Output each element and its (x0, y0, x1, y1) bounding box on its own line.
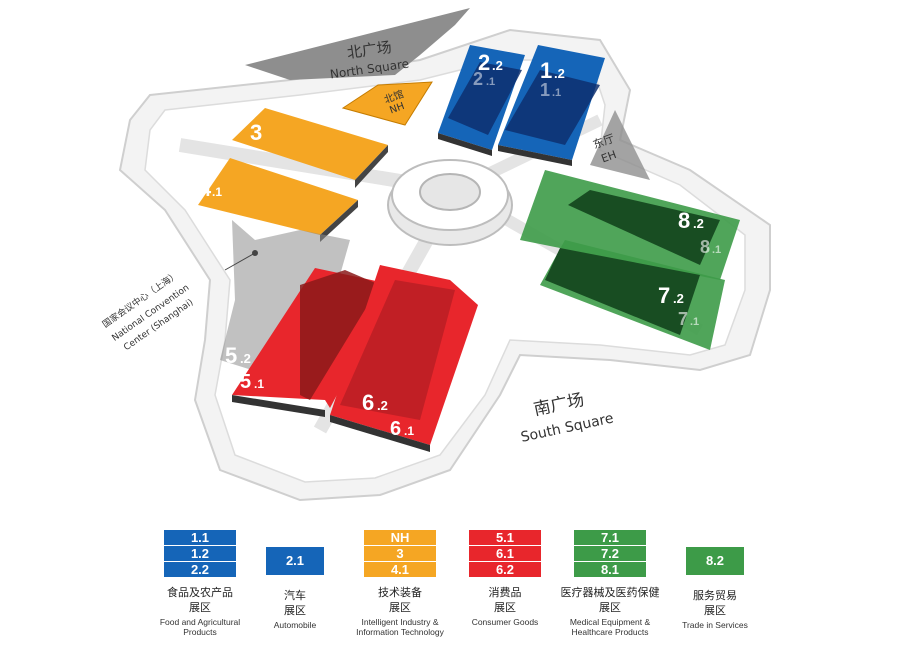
north-hall-en: NH (388, 101, 406, 116)
venue-map: 北广场 North Square 南广场 South Square 北馆 NH … (100, 8, 771, 502)
hall-2[interactable]: 2 .2 2 .1 (438, 45, 525, 156)
hall-8[interactable]: 8 .2 8 .1 (520, 170, 740, 280)
hall-5-1-number: 5 (240, 371, 251, 393)
legend-zh2: 展区 (284, 604, 306, 617)
legend-auto-codes: 2.1 (266, 547, 324, 576)
hall-1-1-number: 1 (540, 80, 550, 100)
legend-zh2: 展区 (494, 601, 516, 614)
legend-medical-codes: 7.1 7.2 8.1 (574, 530, 646, 578)
legend-code: 1.2 (164, 546, 236, 561)
legend-code: 8.1 (574, 562, 646, 577)
legend-zh: 汽车 (284, 589, 306, 602)
legend-en2: Healthcare Products (571, 627, 649, 637)
legend-services-codes: 8.2 (686, 547, 744, 576)
hall-4-1-number: 4 (200, 179, 212, 201)
hall-7-1-number: 7 (678, 309, 688, 329)
legend-en: Food and Agricultural (159, 617, 241, 627)
legend-tech: NH 3 4.1 技术装备 展区 Intelligent Industry & … (340, 530, 460, 637)
hall-5-1-sub: .1 (254, 377, 264, 391)
hall-7-2-number: 7 (658, 283, 670, 308)
hall-1[interactable]: 1 .2 1 .1 (498, 45, 605, 166)
east-hall: 东厅 EH (590, 110, 650, 180)
hall-6-1-sub: .1 (404, 424, 414, 438)
legend-code: 5.1 (469, 530, 541, 545)
legend-code: 8.2 (686, 547, 744, 575)
legend-zh2: 展区 (189, 601, 211, 614)
hall-5[interactable]: 5 .2 5 .1 (225, 268, 395, 417)
legend-en: Medical Equipment & (569, 617, 651, 627)
hall-5-2-number: 5 (225, 343, 237, 368)
legend-code: 4.1 (364, 562, 436, 577)
hall-1-1-sub: .1 (552, 87, 561, 99)
legend-zh2: 展区 (389, 601, 411, 614)
legend-code: 7.1 (574, 530, 646, 545)
legend-zh: 食品及农产品 (167, 586, 233, 599)
hall-1-2-sub: .2 (554, 66, 565, 81)
legend-zh: 服务贸易 (693, 589, 737, 602)
north-square: 北广场 North Square (245, 8, 470, 82)
south-square-en: South Square (519, 410, 615, 445)
hall-7-1-sub: .1 (690, 316, 699, 328)
hall-7-2-sub: .2 (673, 291, 684, 306)
hall-2-2-sub: .2 (492, 58, 503, 73)
legend-code: 6.2 (469, 562, 541, 577)
hall-3-number: 3 (250, 120, 262, 145)
hall-6[interactable]: 6 .2 6 .1 (330, 265, 478, 452)
legend-code: 2.1 (266, 547, 324, 575)
legend-services: 8.2 服务贸易 展区 Trade in Services (655, 547, 775, 630)
legend-zh: 医疗器械及医药保健 (560, 586, 660, 599)
legend-zh: 消费品 (488, 586, 522, 599)
hall-8-1-sub: .1 (712, 244, 721, 256)
hall-8-2-number: 8 (678, 208, 690, 233)
legend-en: Intelligent Industry & (361, 617, 439, 627)
legend-zh: 技术装备 (378, 586, 422, 599)
legend-consumer: 5.1 6.1 6.2 消费品 展区 Consumer Goods (445, 530, 565, 627)
legend-zh2: 展区 (704, 604, 726, 617)
hall-6-1-number: 6 (390, 418, 401, 440)
legend-code: 1.1 (164, 530, 236, 545)
legend-tech-codes: NH 3 4.1 (364, 530, 436, 578)
hall-2-1-sub: .1 (486, 76, 495, 88)
legend-en: Automobile (273, 620, 317, 630)
south-square-zh: 南广场 (532, 390, 586, 420)
hall-2-2-number: 2 (478, 50, 490, 75)
hall-7[interactable]: 7 .2 7 .1 (540, 240, 725, 350)
north-hall[interactable]: 北馆 NH (341, 81, 433, 126)
legend-code: 3 (364, 546, 436, 561)
hall-4[interactable]: 4 .1 (198, 158, 358, 242)
south-square: 南广场 South Square (519, 390, 615, 446)
hall-6-2-number: 6 (362, 390, 374, 415)
legend-code: 7.2 (574, 546, 646, 561)
legend-en: Trade in Services (682, 620, 748, 630)
hall-3[interactable]: 3 (232, 108, 388, 188)
hall-4-1-sub: .1 (212, 185, 222, 199)
east-hall-en: EH (599, 148, 618, 165)
legend-zh2: 展区 (599, 601, 621, 614)
hall-1-2-number: 1 (540, 58, 552, 83)
legend-food: 1.1 1.2 2.2 食品及农产品 展区 Food and Agricultu… (140, 530, 260, 637)
legend-code: NH (364, 530, 436, 545)
legend-en2: Information Technology (356, 627, 444, 637)
legend-en: Consumer Goods (471, 617, 539, 627)
legend-food-codes: 1.1 1.2 2.2 (164, 530, 236, 578)
legend-automobile: 2.1 汽车 展区 Automobile (235, 547, 355, 630)
hall-2-1-number: 2 (473, 69, 483, 89)
legend-consumer-codes: 5.1 6.1 6.2 (469, 530, 541, 578)
hall-8-1-number: 8 (700, 237, 710, 257)
legend-code: 6.1 (469, 546, 541, 561)
legend-code: 2.2 (164, 562, 236, 577)
hall-5-2-sub: .2 (240, 351, 251, 366)
central-plaza (387, 159, 513, 246)
hall-6-2-sub: .2 (377, 398, 388, 413)
hall-8-2-sub: .2 (693, 216, 704, 231)
legend-medical: 7.1 7.2 8.1 医疗器械及医药保健 展区 Medical Equipme… (550, 530, 670, 637)
legend-en2: Products (183, 627, 217, 637)
